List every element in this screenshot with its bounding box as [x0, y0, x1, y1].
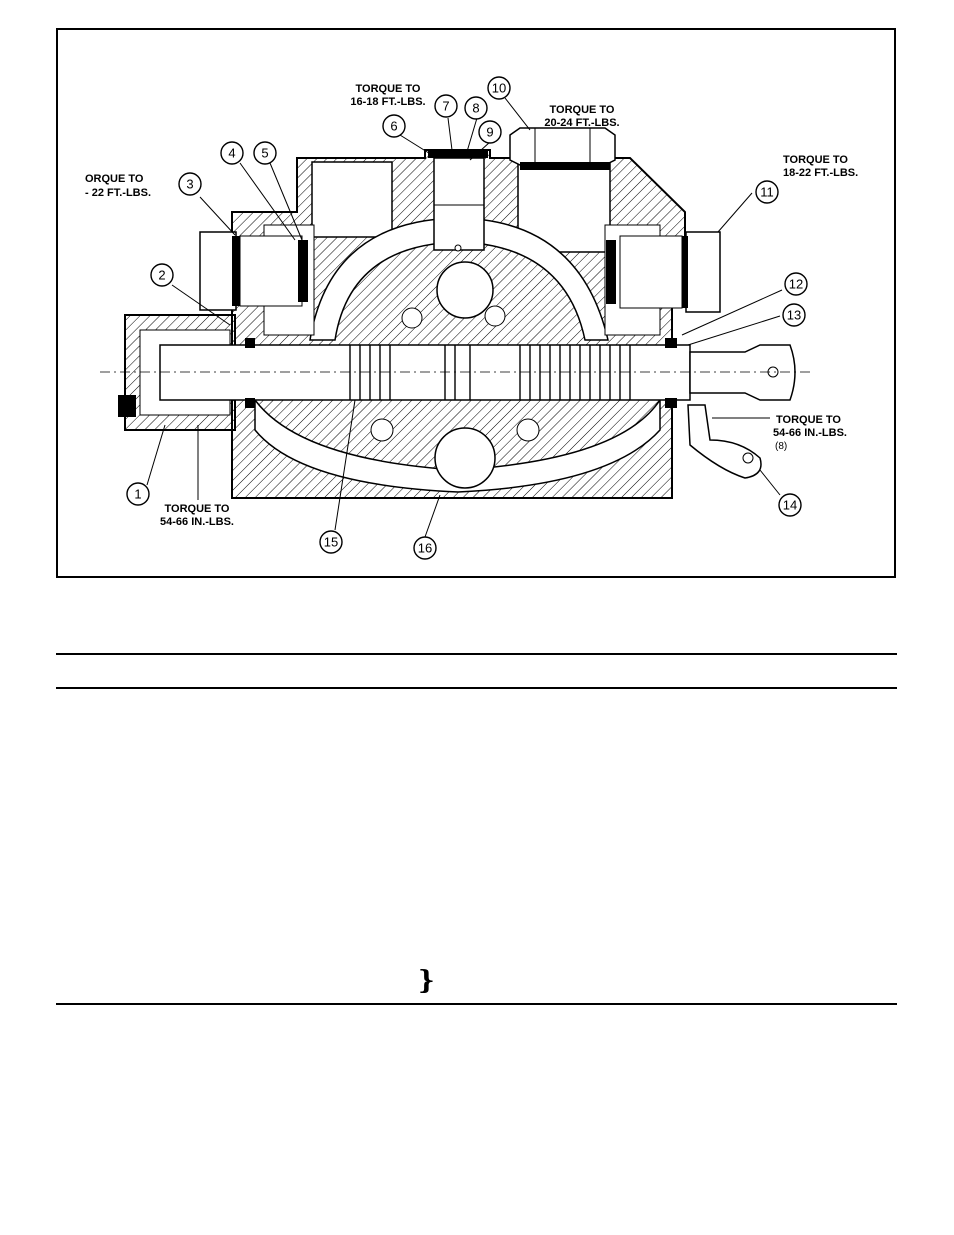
svg-text:7: 7: [442, 99, 449, 114]
callout-12: 12: [784, 272, 808, 296]
torque-label-right-bottom-line3: (8): [775, 441, 787, 452]
table-rule-bottom: [56, 1003, 897, 1005]
callout-16: 16: [413, 536, 437, 560]
callout-14: 14: [778, 493, 802, 517]
svg-text:9: 9: [486, 125, 493, 140]
svg-text:6: 6: [390, 119, 397, 134]
callout-3: 3: [178, 172, 202, 196]
callout-11: 11: [755, 180, 779, 204]
torque-label-right-bottom-line1: TORQUE TO: [776, 414, 841, 426]
callout-9: 9: [478, 120, 502, 144]
svg-text:12: 12: [789, 277, 803, 292]
svg-text:14: 14: [783, 498, 797, 513]
svg-text:5: 5: [261, 146, 268, 161]
callout-13: 13: [782, 303, 806, 327]
svg-text:15: 15: [324, 535, 338, 550]
torque-label-right-bottom-line2: 54-66 IN.-LBS.: [773, 427, 847, 439]
table-rule-top: [56, 653, 897, 655]
torque-label-bottom-left-line2: 54-66 IN.-LBS.: [160, 516, 234, 528]
spool: [100, 338, 810, 408]
relief-valve: [428, 150, 488, 252]
torque-label-top-center-line2: 16-18 FT.-LBS.: [350, 96, 425, 108]
svg-text:10: 10: [492, 81, 506, 96]
svg-text:13: 13: [787, 308, 801, 323]
brace-symbol: }: [418, 966, 435, 996]
torque-label-top-center-line1: TORQUE TO: [356, 83, 421, 95]
torque-label-top-right-line2: 20-24 FT.-LBS.: [544, 117, 619, 129]
torque-label-top-right-line1: TORQUE TO: [550, 104, 615, 116]
callout-1: 1: [126, 482, 150, 506]
figure-frame: [56, 28, 896, 578]
callout-7: 7: [434, 94, 458, 118]
torque-label-left-line2: - 22 FT.-LBS.: [85, 187, 151, 199]
svg-text:1: 1: [134, 487, 141, 502]
svg-text:4: 4: [228, 146, 235, 161]
torque-label-left-line1: ORQUE TO: [85, 173, 144, 185]
right-plug: [606, 231, 721, 313]
hex-plug: [509, 127, 616, 170]
torque-label-right-line2: 18-22 FT.-LBS.: [783, 167, 858, 179]
bracket: [687, 404, 762, 479]
callout-15: 15: [319, 530, 343, 554]
svg-text:11: 11: [760, 185, 774, 200]
callout-8: 8: [464, 96, 488, 120]
table-rule-header: [56, 687, 897, 689]
callout-6: 6: [382, 114, 406, 138]
svg-text:2: 2: [158, 268, 165, 283]
callout-2: 2: [150, 263, 174, 287]
valve-cross-section-diagram: 1 2 3 4 5 6 7 8 9 10 11 12 13 14 15 16 O…: [85, 76, 858, 560]
callout-5: 5: [253, 141, 277, 165]
svg-text:3: 3: [186, 177, 193, 192]
svg-text:8: 8: [472, 101, 479, 116]
torque-label-right-line1: TORQUE TO: [783, 154, 848, 166]
left-plug: [199, 231, 308, 311]
svg-text:16: 16: [418, 541, 432, 556]
leader-lines: [146, 97, 783, 538]
callout-10: 10: [487, 76, 511, 100]
callout-4: 4: [220, 141, 244, 165]
torque-label-bottom-left-line1: TORQUE TO: [165, 503, 230, 515]
